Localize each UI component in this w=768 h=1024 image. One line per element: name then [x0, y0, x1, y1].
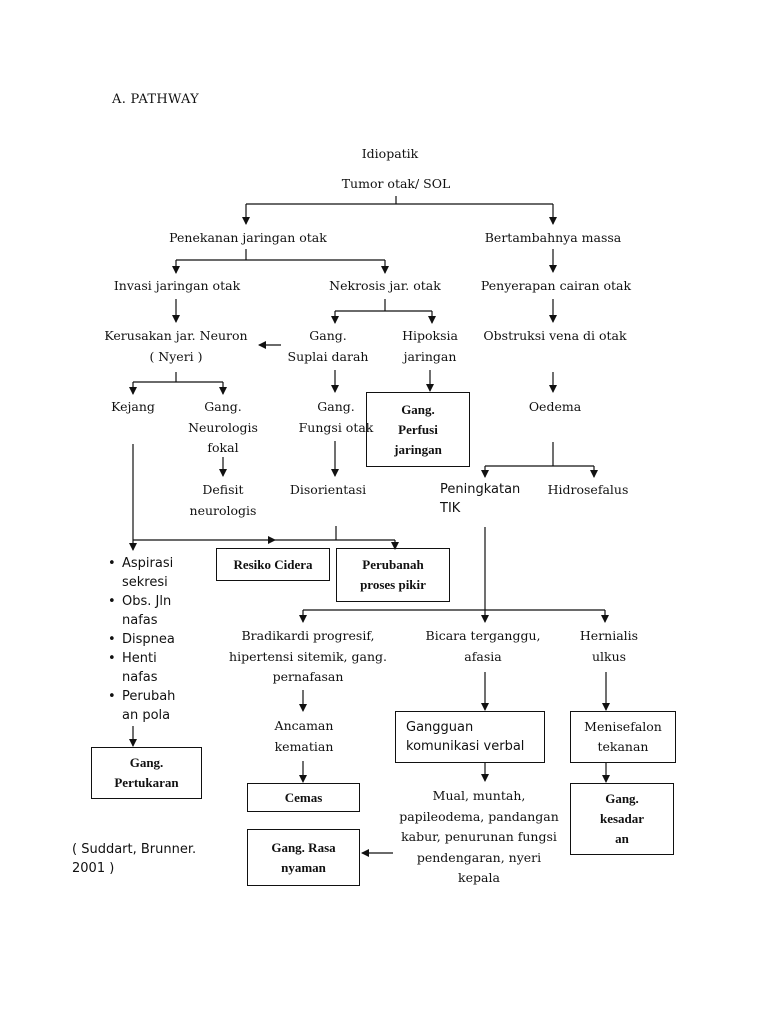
box-gang-perfusi-jaringan: Gang. Perfusi jaringan: [366, 392, 470, 467]
menisefalon-line-1: Menisefalon: [584, 719, 662, 734]
node-bradikardi: Bradikardi progresif, hipertensi sitemik…: [222, 626, 394, 688]
node-mual-muntah: Mual, muntah, papileodema, pandangan kab…: [393, 786, 565, 889]
node-peningkatan-tik: Peningkatan TIK: [440, 480, 540, 518]
citation-line-2: 2001 ): [72, 861, 115, 876]
hipoksia-line-2: jaringan: [403, 348, 457, 364]
citation: ( Suddart, Brunner. 2001 ): [72, 840, 222, 878]
bradikardi-line-2: hipertensi sitemik, gang.: [229, 648, 387, 664]
kerusakan-line-1: Kerusakan jar. Neuron: [104, 328, 248, 343]
rasa-nyaman-line-2: nyaman: [281, 859, 326, 875]
bradikardi-line-3: pernafasan: [272, 669, 344, 684]
gang-fungsi-line-2: Fungsi otak: [298, 419, 374, 435]
bradikardi-line-1: Bradikardi progresif,: [241, 628, 375, 643]
node-kerusakan-neuron: Kerusakan jar. Neuron ( Nyeri ): [98, 326, 254, 367]
perfusi-line-2: Perfusi: [398, 421, 438, 437]
neurologis-line-1: Gang.: [204, 399, 242, 414]
gang-fungsi-line-1: Gang.: [317, 399, 355, 414]
mual-line-1: Mual, muntah,: [432, 788, 526, 803]
node-ancaman-kematian: Ancaman kematian: [256, 716, 352, 757]
citation-line-1: ( Suddart, Brunner.: [72, 842, 197, 857]
komunikasi-line-1: Gangguan: [406, 720, 474, 735]
ancaman-line-1: Ancaman: [274, 718, 334, 733]
menisefalon-line-2: tekanan: [597, 739, 649, 754]
kesadaran-line-2: kesadar: [599, 811, 645, 826]
neurologis-line-3: fokal: [207, 440, 239, 455]
bullet-item: Dispnea: [108, 630, 198, 649]
hernialis-line-2: ulkus: [591, 648, 627, 664]
node-hipoksia-jaringan: Hipoksia jaringan: [392, 326, 468, 367]
mual-line-5: kepala: [458, 870, 500, 885]
node-hernialis-ulkus: Hernialis ulkus: [566, 626, 652, 667]
box-gang-rasa-nyaman: Gang. Rasa nyaman: [247, 829, 360, 886]
node-gang-fungsi-otak: Gang. Fungsi otak: [284, 397, 388, 438]
box-resiko-cidera: Resiko Cidera: [216, 548, 330, 581]
hipoksia-line-1: Hipoksia: [402, 328, 458, 343]
node-idiopatik: Idiopatik: [361, 146, 419, 161]
node-penyerapan-cairan: Penyerapan cairan otak: [480, 278, 632, 293]
neurologis-line-2: Neurologis: [188, 419, 258, 435]
node-invasi-jaringan: Invasi jaringan otak: [113, 278, 241, 293]
box-gangguan-komunikasi-verbal: Gangguan komunikasi verbal: [395, 711, 545, 763]
node-hidrosefalus: Hidrosefalus: [547, 482, 629, 497]
pathway-heading: A. PATHWAY: [112, 92, 200, 107]
box-gang-kesadaran: Gang. kesadar an: [570, 783, 674, 855]
node-bicara-terganggu: Bicara terganggu, afasia: [418, 626, 548, 667]
proses-line-1: Perubanah: [362, 557, 424, 572]
mual-line-2: papileodema, pandangan: [399, 808, 559, 824]
box-perubahan-proses-pikir: Perubanah proses pikir: [336, 548, 450, 602]
node-disorientasi: Disorientasi: [289, 482, 367, 497]
node-bertambahnya-massa: Bertambahnya massa: [484, 230, 622, 245]
node-obstruksi-vena: Obstruksi vena di otak: [483, 328, 627, 343]
pertukaran-line-1: Gang.: [129, 755, 164, 770]
node-gang-neurologis-fokal: Gang. Neurologis fokal: [180, 397, 266, 459]
gang-suplai-line-2: Suplai darah: [287, 348, 369, 364]
ancaman-line-2: kematian: [274, 738, 334, 754]
defisit-line-1: Defisit: [202, 482, 244, 497]
bicara-line-2: afasia: [464, 648, 502, 664]
node-penekanan-jaringan: Penekanan jaringan otak: [169, 230, 327, 245]
box-gang-pertukaran: Gang. Pertukaran: [91, 747, 202, 799]
node-kejang: Kejang: [111, 399, 155, 414]
tik-line-2: TIK: [440, 501, 461, 516]
rasa-nyaman-line-1: Gang. Rasa: [271, 839, 336, 855]
pertukaran-line-2: Pertukaran: [114, 775, 179, 790]
node-tumor-otak: Tumor otak/ SOL: [341, 176, 451, 191]
perfusi-line-1: Gang.: [401, 401, 435, 417]
mual-line-4: pendengaran, nyeri: [416, 849, 542, 865]
bicara-line-1: Bicara terganggu,: [425, 628, 541, 643]
kesadaran-line-1: Gang.: [605, 791, 639, 806]
hernialis-line-1: Hernialis: [579, 628, 639, 643]
kerusakan-line-2: ( Nyeri ): [149, 348, 203, 364]
komunikasi-line-2: komunikasi verbal: [406, 739, 525, 754]
node-oedema: Oedema: [528, 399, 582, 414]
proses-line-2: proses pikir: [360, 577, 426, 592]
kesadaran-line-3: an: [615, 831, 629, 846]
defisit-line-2: neurologis: [189, 502, 257, 518]
gang-suplai-line-1: Gang.: [309, 328, 347, 343]
box-cemas: Cemas: [247, 783, 360, 812]
perfusi-line-3: jaringan: [394, 441, 442, 457]
tik-line-1: Peningkatan: [440, 482, 521, 497]
mual-line-3: kabur, penurunan fungsi: [401, 829, 557, 844]
node-gang-suplai-darah: Gang. Suplai darah: [282, 326, 374, 367]
node-nekrosis: Nekrosis jar. otak: [329, 278, 441, 293]
box-menisefalon-tekanan: Menisefalon tekanan: [570, 711, 676, 763]
node-defisit-neurologis: Defisit neurologis: [180, 480, 266, 521]
